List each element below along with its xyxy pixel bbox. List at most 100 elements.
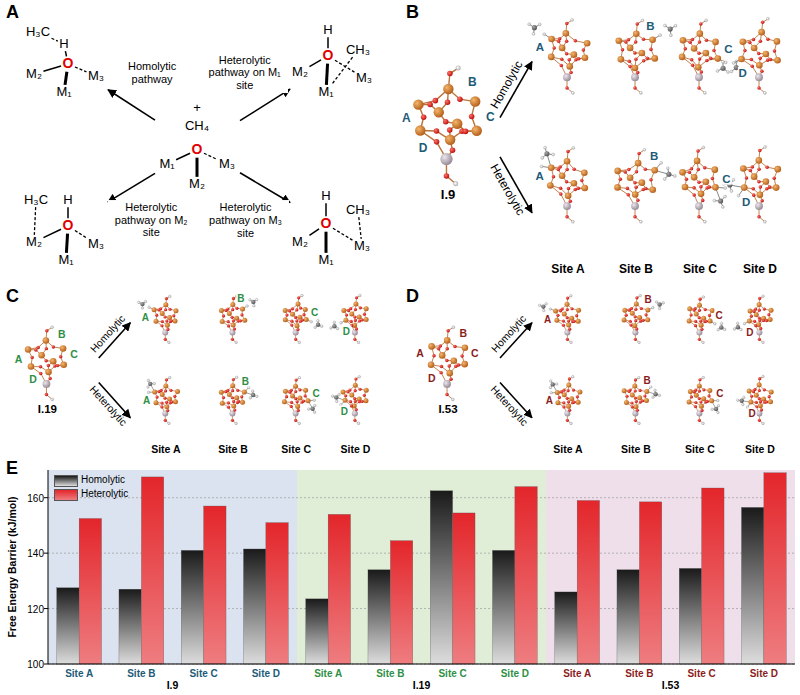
atom: [251, 393, 255, 397]
atom: [144, 300, 147, 303]
cluster-model: [330, 294, 369, 343]
atom: [452, 326, 455, 329]
atom: [253, 305, 256, 308]
bar: [57, 588, 79, 664]
atom: [553, 308, 558, 313]
atom: [170, 319, 173, 322]
atom: [638, 422, 641, 425]
atom: [756, 330, 762, 336]
bond-line: [333, 228, 352, 240]
atom: [43, 380, 51, 388]
atom: [562, 324, 565, 327]
atom: [634, 396, 637, 399]
atom: [570, 422, 573, 425]
panel-letter: C: [6, 287, 19, 307]
atom: [703, 220, 706, 223]
atom: [544, 146, 547, 149]
bar: [764, 473, 786, 664]
atom: [635, 22, 639, 26]
atom: [748, 308, 753, 313]
atom: [758, 29, 765, 36]
atom: [565, 193, 572, 200]
atom: [572, 168, 576, 172]
atom: [702, 388, 705, 391]
atom: [552, 175, 556, 179]
atom: [173, 308, 178, 313]
atom: [712, 49, 716, 53]
atom: [28, 363, 35, 370]
atom: [635, 327, 638, 330]
bar: [492, 550, 514, 664]
site-letter: B: [649, 150, 659, 163]
atom: [236, 389, 239, 392]
atom: [352, 411, 358, 417]
atom: [359, 306, 362, 309]
atom: [562, 401, 565, 404]
atom: [224, 309, 227, 312]
atom: [354, 319, 357, 322]
atom: [631, 73, 639, 81]
site-letter: D: [427, 373, 437, 385]
site-letter: A: [142, 394, 151, 405]
atom: [730, 190, 733, 193]
atom: [660, 161, 663, 164]
atom: [763, 307, 766, 310]
atom: [51, 326, 54, 329]
atom: [163, 302, 168, 307]
site-letter: D: [748, 408, 757, 419]
cluster-model: [679, 146, 726, 223]
atom-label: H: [59, 37, 68, 51]
atom: [566, 323, 571, 328]
atom: [772, 176, 776, 180]
panel-letter: B: [406, 3, 419, 23]
atom: [303, 388, 308, 393]
atom: [285, 395, 288, 398]
atom: [692, 308, 695, 311]
atom: [769, 389, 774, 394]
atom: [543, 33, 546, 36]
atom: [637, 152, 641, 156]
atom: [471, 126, 481, 136]
group-label: I.53: [662, 680, 680, 692]
atom: [704, 308, 707, 311]
atom: [644, 389, 649, 394]
atom: [285, 313, 288, 316]
atom: [364, 306, 369, 311]
atom: [565, 215, 569, 219]
atom: [757, 215, 761, 219]
atom: [642, 319, 645, 322]
bar: [390, 541, 412, 664]
atom: [685, 177, 689, 181]
atom: [642, 38, 646, 42]
atom: [742, 403, 745, 406]
atom: [720, 322, 723, 325]
atom: [230, 383, 235, 388]
atom: [140, 302, 144, 306]
site-letter: A: [535, 170, 545, 183]
group-label: I.19: [413, 680, 431, 692]
atom: [573, 400, 576, 403]
legend-label: Homolytic: [81, 474, 125, 485]
atom: [757, 191, 764, 198]
atom: [645, 307, 650, 312]
atom: [662, 302, 665, 305]
atom: [456, 66, 461, 71]
atom: [733, 328, 736, 331]
atom: [680, 37, 687, 44]
atom: [629, 320, 632, 323]
atom: [714, 407, 718, 411]
atom: [737, 194, 740, 197]
atom: [251, 390, 254, 393]
atom: [541, 156, 544, 159]
atom: [634, 389, 637, 392]
atom: [350, 320, 353, 323]
atom: [566, 383, 571, 388]
atom: [227, 324, 230, 327]
atom: [153, 400, 158, 405]
atom: [330, 327, 333, 330]
atom: [712, 184, 719, 191]
structure-node: H₃CHOM₂M₃M₁: [22, 22, 108, 102]
atom: [663, 178, 666, 181]
atom: [644, 187, 648, 191]
atom: [314, 404, 317, 407]
